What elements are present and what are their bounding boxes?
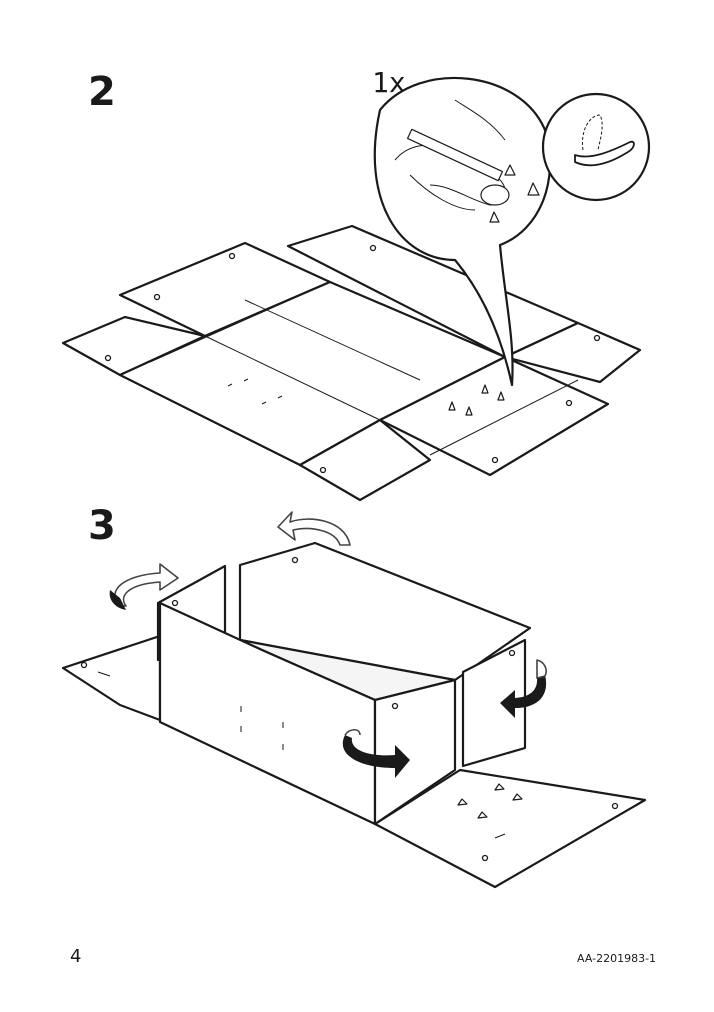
right-base-panel xyxy=(373,768,647,889)
flat-box-blank xyxy=(61,224,642,502)
document-code: AA-2201983-1 xyxy=(577,952,657,965)
hand-callout xyxy=(373,76,552,387)
front-flap xyxy=(298,418,432,502)
right-end-panel xyxy=(378,355,610,477)
clip-detail-icon xyxy=(541,92,651,202)
step-3-number: 3 xyxy=(88,503,116,549)
folding-box xyxy=(61,541,647,889)
back-wall xyxy=(238,541,532,682)
curved-fold-arrow-icon xyxy=(109,511,547,778)
right-front-flap xyxy=(373,678,457,826)
step-2-number: 2 xyxy=(88,69,116,115)
page-number: 4 xyxy=(70,946,82,967)
far-right-flap xyxy=(503,321,642,384)
right-end-flap xyxy=(461,638,527,768)
left-base-flap xyxy=(61,634,162,722)
